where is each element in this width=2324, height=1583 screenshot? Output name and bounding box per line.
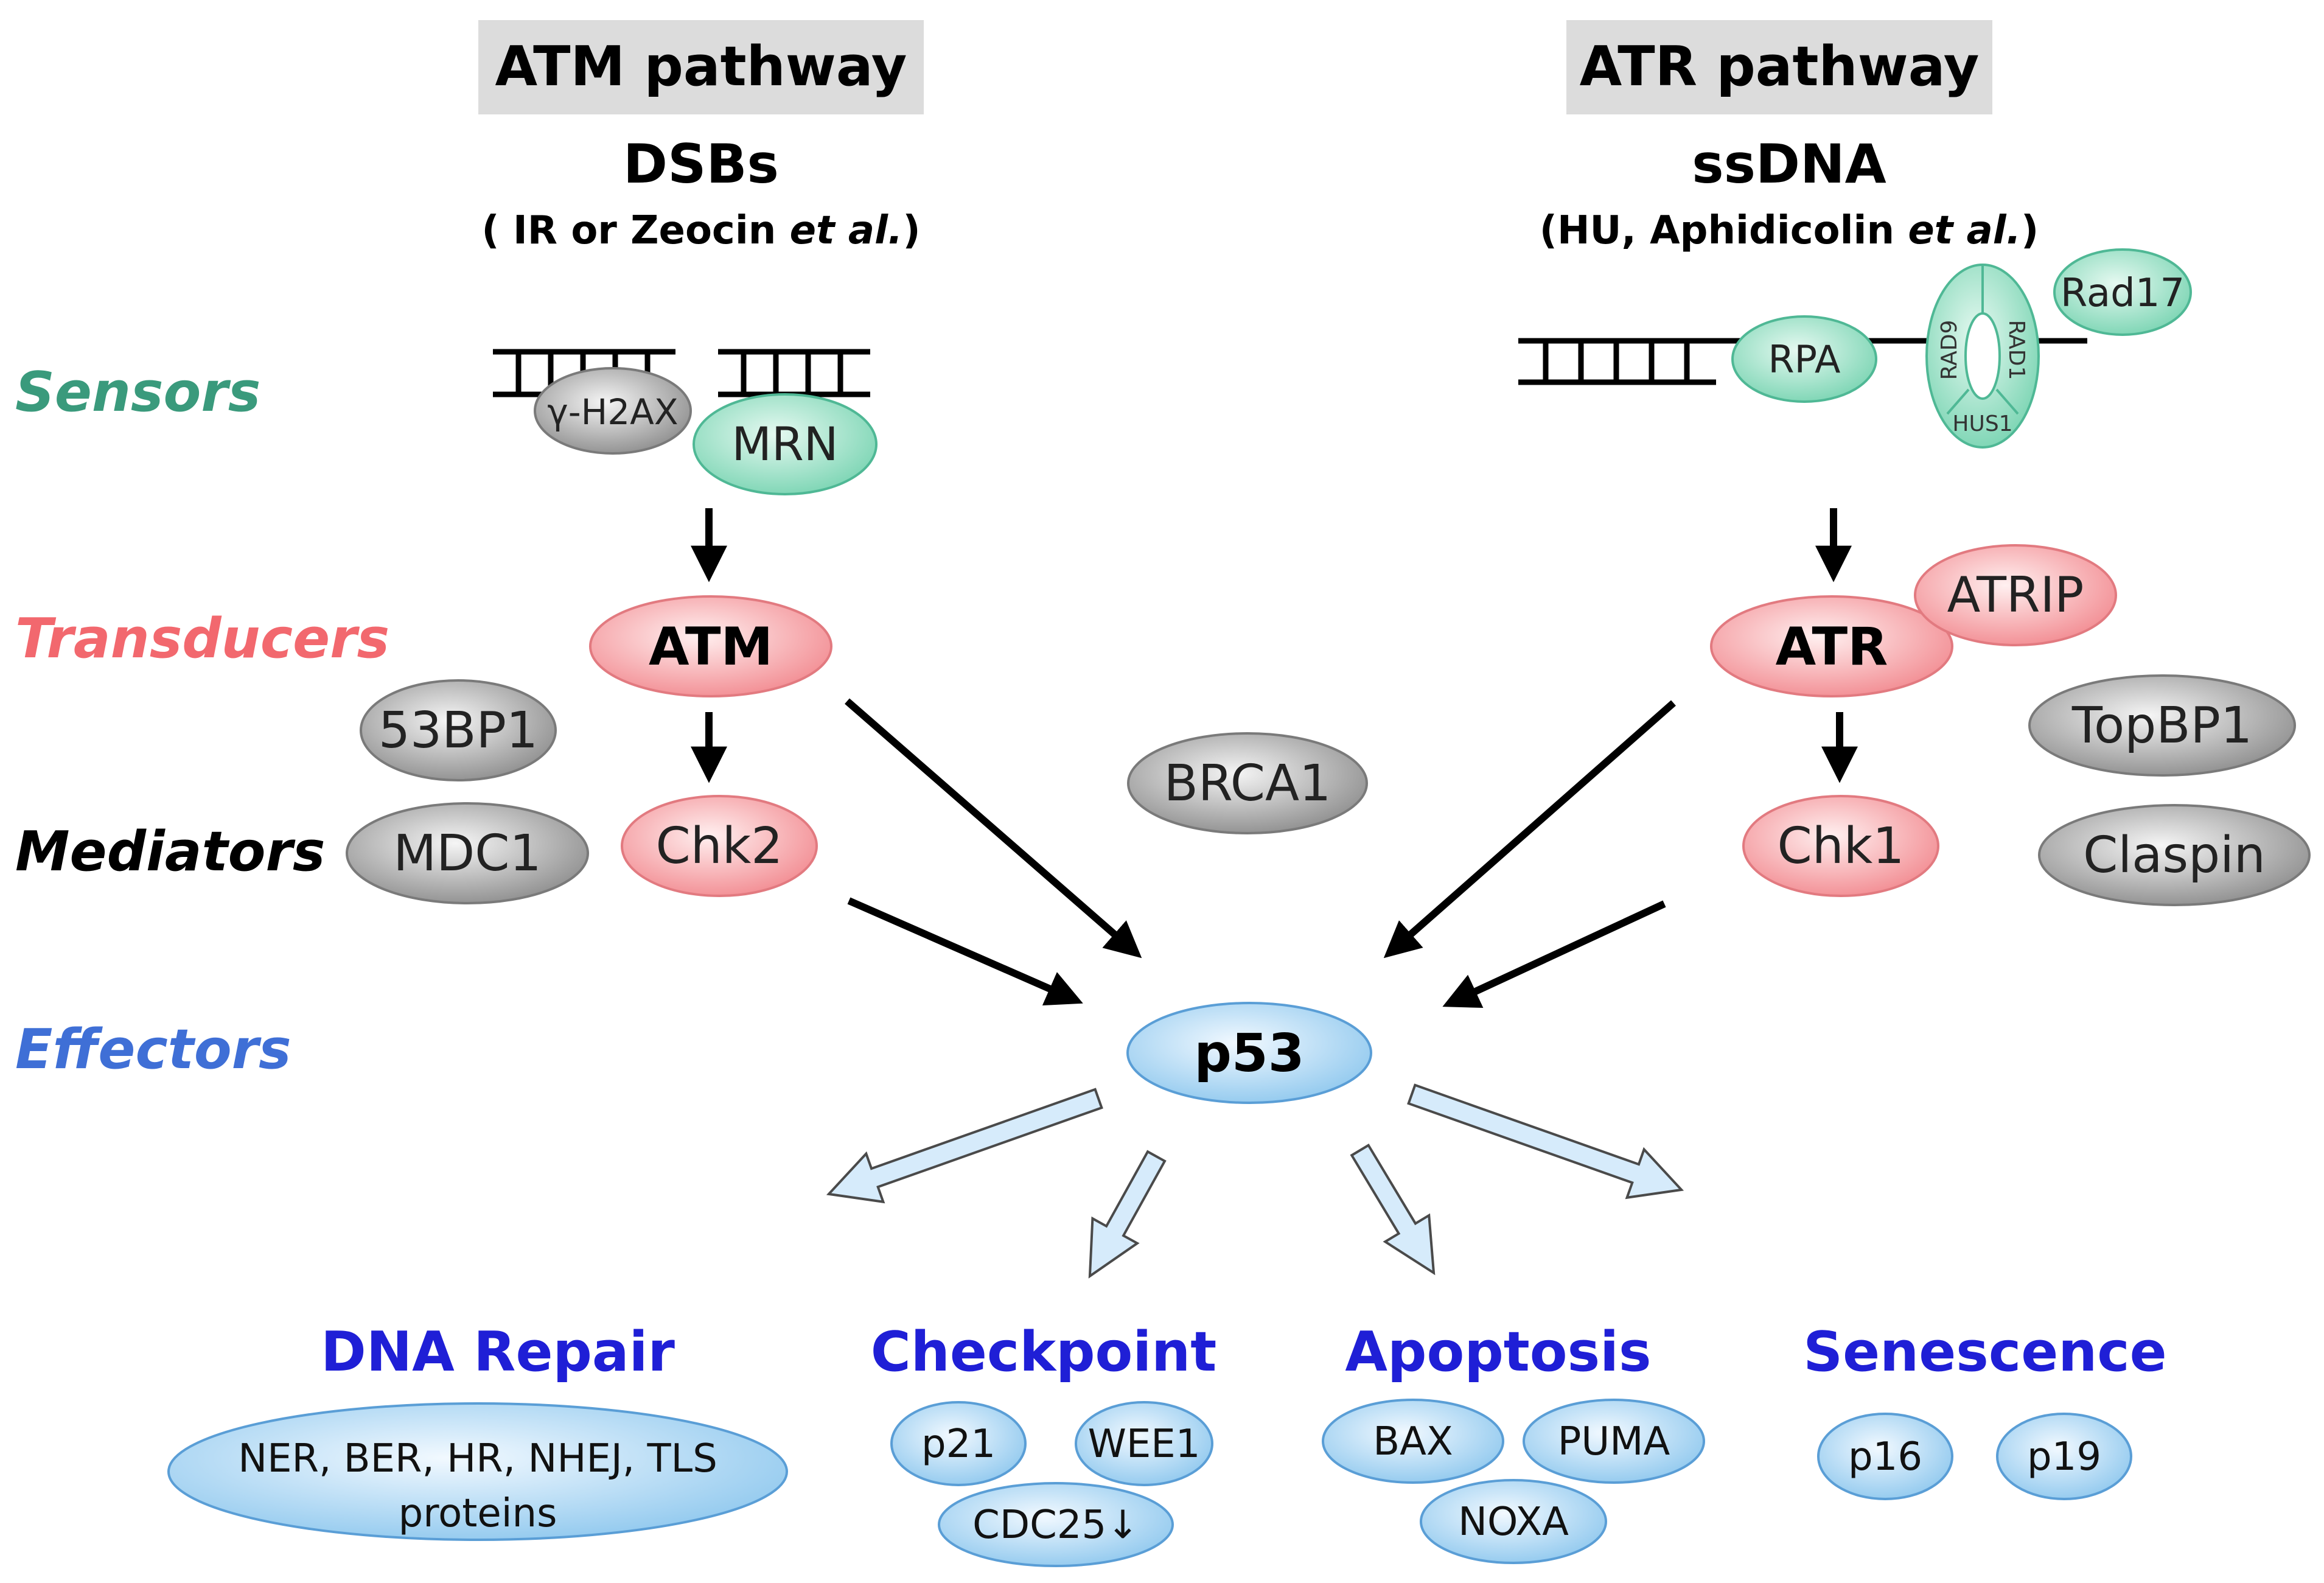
atm-label: ATM (649, 617, 773, 677)
p19-node (1996, 1413, 2132, 1500)
atm-pathway-header-box (478, 20, 924, 114)
repair-proteins-line2: proteins (399, 1491, 557, 1536)
mdc1-node (346, 802, 589, 904)
atm-node (589, 595, 832, 697)
atm-pathway-header: ATM pathway (495, 35, 907, 99)
arrow-p53-to-checkpoint (1088, 1150, 1167, 1279)
dsb-cause: ( IR or Zeocin et al.) (481, 208, 920, 253)
stage-label-effectors: Effectors (15, 1018, 291, 1082)
atr-node (1710, 595, 1953, 697)
noxa-node (1420, 1479, 1607, 1564)
claspin-label: Claspin (2083, 826, 2266, 884)
rad1-label: RAD1 (2004, 320, 2029, 380)
rad17-label: Rad17 (2061, 271, 2185, 316)
outcome-title-checkpoint: Checkpoint (871, 1320, 1217, 1384)
p21-label: p21 (921, 1422, 996, 1467)
arrow-p53-to-apoptosis (1350, 1144, 1436, 1276)
rpa-label: RPA (1768, 337, 1841, 382)
brca1-label: BRCA1 (1164, 755, 1331, 812)
p53-label: p53 (1194, 1023, 1304, 1084)
wee1-node (1075, 1401, 1213, 1486)
rad17-node (2053, 248, 2192, 336)
arrow-p53-to-senescence (1407, 1083, 1684, 1200)
repair-proteins-node (167, 1402, 788, 1541)
stage-label-mediators: Mediators (15, 820, 325, 884)
repair-proteins-line1: NER, BER, HR, NHEJ, TLS (238, 1436, 717, 1481)
rpa-node (1731, 315, 1877, 403)
p53-node (1126, 1002, 1372, 1104)
chk2-node (621, 795, 818, 897)
wee1-label: WEE1 (1088, 1422, 1201, 1467)
mrn-label: MRN (731, 417, 838, 471)
rad9-label: RAD9 (1937, 320, 1962, 380)
hus1-label: HUS1 (1952, 411, 2012, 436)
53bp1-node (360, 679, 557, 781)
noxa-label: NOXA (1458, 1500, 1569, 1545)
bax-node (1322, 1399, 1504, 1484)
topbp1-node (2028, 674, 2296, 777)
cdc25-label: CDC25↓ (972, 1503, 1139, 1548)
bax-label: BAX (1373, 1419, 1453, 1464)
atr-pathway-header: ATR pathway (1580, 35, 1980, 99)
arrow-chk1-to-p53 (1442, 900, 1666, 1008)
ssdna-cause: (HU, Aphidicolin et al.) (1540, 208, 2039, 253)
claspin-node (2038, 804, 2311, 906)
puma-node (1523, 1399, 1705, 1484)
p19-label: p19 (2027, 1434, 2101, 1480)
chk2-label: Chk2 (656, 817, 783, 875)
ssdna-title: ssDNA (1692, 133, 1886, 195)
atrip-label: ATRIP (1947, 567, 2084, 623)
cdc25-node (938, 1482, 1174, 1567)
arrow-chk2-to-p53 (847, 897, 1083, 1006)
chk1-node (1742, 795, 1939, 897)
stage-label-sensors: Sensors (15, 360, 260, 424)
chk1-label: Chk1 (1778, 817, 1905, 875)
topbp1-label: TopBP1 (2071, 697, 2252, 755)
mdc1-label: MDC1 (393, 825, 541, 882)
p16-node (1817, 1413, 1953, 1500)
mrn-node (693, 393, 878, 495)
9-1-1-clamp: RAD9 RAD1 HUS1 (1925, 264, 2040, 449)
gamma-h2ax-node (534, 367, 692, 455)
53bp1-label: 53BP1 (379, 702, 538, 760)
atr-label: ATR (1776, 617, 1888, 677)
outcome-title-senescence: Senescence (1803, 1320, 2166, 1384)
puma-label: PUMA (1558, 1419, 1670, 1464)
atrip-node (1914, 544, 2117, 646)
outcome-title-dna-repair: DNA Repair (321, 1320, 675, 1384)
outcome-title-apoptosis: Apoptosis (1345, 1320, 1651, 1384)
atr-pathway-header-box (1566, 20, 1992, 114)
arrow-atr-to-p53 (1383, 700, 1676, 959)
arrow-atm-to-p53 (845, 698, 1142, 959)
p16-label: p16 (1848, 1434, 1922, 1480)
dsb-title: DSBs (623, 133, 779, 195)
p21-node (890, 1401, 1027, 1486)
brca1-node (1127, 732, 1368, 834)
gamma-h2ax-label: γ-H2AX (547, 391, 678, 433)
stage-label-transducers: Transducers (15, 607, 389, 671)
arrow-p53-to-dna-repair (826, 1088, 1103, 1204)
